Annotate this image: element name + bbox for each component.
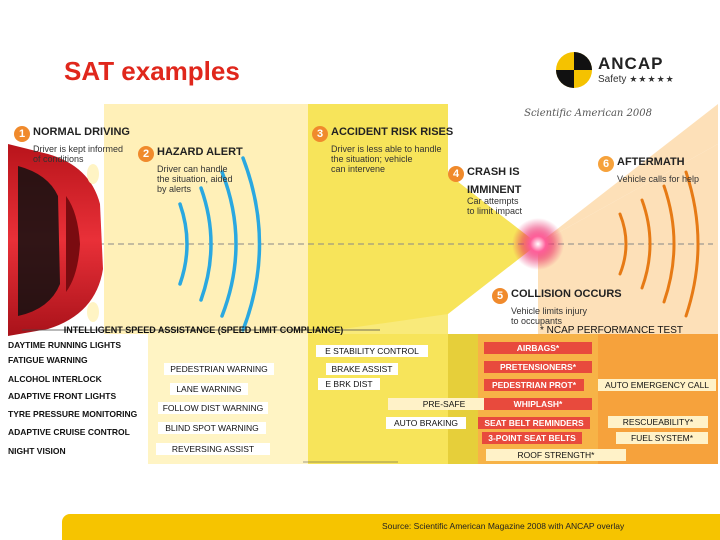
impact-flash-icon [512, 218, 564, 270]
feature-box: PEDESTRIAN WARNING [164, 363, 274, 375]
stage-2-desc-1: Driver can handle [157, 164, 243, 174]
feature-box: E STABILITY CONTROL [316, 345, 428, 357]
feature-box: BLIND SPOT WARNING [158, 422, 266, 434]
stage-2-desc-2: the situation, aided [157, 174, 243, 184]
logo-stars: ★★★★★ [629, 74, 674, 84]
feature-box: SEAT BELT REMINDERS [478, 417, 590, 429]
car-illustration [8, 144, 103, 336]
stage-6-number: 6 [598, 156, 614, 172]
stage-5-number: 5 [492, 288, 508, 304]
stage-5-desc-1: Vehicle limits injury [511, 306, 622, 316]
feature-box: 3-POINT SEAT BELTS [482, 432, 582, 444]
ancap-logo-mark-icon [556, 52, 592, 88]
feature-box: LANE WARNING [170, 383, 248, 395]
feature-box: AUTO EMERGENCY CALL [598, 379, 716, 391]
slide-title: SAT examples [64, 56, 240, 87]
source-caption: Source: Scientific American Magazine 200… [382, 521, 624, 531]
feature-box: FOLLOW DIST WARNING [158, 402, 268, 414]
stage-1-number: 1 [14, 126, 30, 142]
feature-box: RESCUEABILITY* [608, 416, 708, 428]
logo-sub-text: Safety [598, 74, 626, 85]
stage-4-title-2: IMMINENT [467, 184, 522, 196]
figure-credit: Scientific American 2008 [524, 108, 652, 119]
feature-box: FUEL SYSTEM* [616, 432, 708, 444]
feature-box: ROOF STRENGTH* [486, 449, 626, 461]
list-item: NIGHT VISION [8, 446, 66, 456]
list-item: ADAPTIVE CRUISE CONTROL [8, 427, 130, 437]
feature-box: PEDESTRIAN PROT* [484, 379, 584, 391]
stage-3-desc-3: can intervene [331, 164, 453, 174]
feature-box: AIRBAGS* [484, 342, 592, 354]
stage-4-desc-1: Car attempts [467, 196, 522, 206]
stage-2-title: HAZARD ALERT [157, 146, 243, 158]
logo-name: ANCAP [598, 54, 663, 74]
feature-box: E BRK DIST [318, 378, 380, 390]
stage-2-number: 2 [138, 146, 154, 162]
stage-3-title: ACCIDENT RISK RISES [331, 126, 453, 138]
logo-sub: Safety★★★★★ [598, 74, 675, 85]
stage-1-title: NORMAL DRIVING [33, 126, 130, 138]
stage-5-title: COLLISION OCCURS [511, 288, 622, 300]
stage-3-desc-1: Driver is less able to handle [331, 144, 453, 154]
list-item: ADAPTIVE FRONT LIGHTS [8, 391, 116, 401]
feature-box: BRAKE ASSIST [326, 363, 398, 375]
stage-3-desc-2: the situation; vehicle [331, 154, 453, 164]
isa-label: INTELLIGENT SPEED ASSISTANCE (SPEED LIMI… [26, 323, 381, 337]
stage-4-number: 4 [448, 166, 464, 182]
list-item: TYRE PRESSURE MONITORING [8, 409, 137, 419]
feature-box: PRETENSIONERS* [484, 361, 592, 373]
list-item: ALCOHOL INTERLOCK [8, 374, 102, 384]
ancap-logo: ANCAP Safety★★★★★ [556, 52, 686, 92]
stage-4-title-1: CRASH IS [467, 166, 520, 178]
stage-6-desc-1: Vehicle calls for help [617, 174, 699, 184]
stage-2-desc-3: by alerts [157, 184, 243, 194]
stage-3-number: 3 [312, 126, 328, 142]
feature-box: REVERSING ASSIST [156, 443, 270, 455]
stage-4-desc-2: to limit impact [467, 206, 522, 216]
feature-box: AUTO BRAKING [386, 417, 466, 429]
footer-bar: Source: Scientific American Magazine 200… [62, 514, 720, 540]
ncap-performance-title: * NCAP PERFORMANCE TEST [540, 325, 683, 336]
stage-1-desc-2: of conditions [33, 154, 130, 164]
list-item: FATIGUE WARNING [8, 355, 88, 365]
feature-box: WHIPLASH* [484, 398, 592, 410]
stage-1-desc-1: Driver is kept informed [33, 144, 130, 154]
stage-6-title: AFTERMATH [617, 156, 685, 168]
list-item: DAYTIME RUNNING LIGHTS [8, 340, 121, 350]
